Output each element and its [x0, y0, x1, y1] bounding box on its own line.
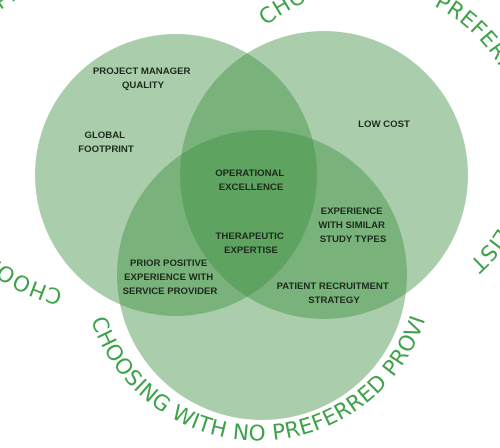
item-experience-similar-study-types: EXPERIENCE WITH SIMILAR STUDY TYPES: [318, 206, 387, 245]
item-project-manager-quality: PROJECT MANAGER QUALITY: [93, 66, 193, 91]
item-operational-excellence: OPERATIONAL EXCELLENCE: [215, 168, 287, 193]
item-prior-positive-experience: PRIOR POSITIVE EXPERIENCE WITH SERVICE P…: [123, 258, 218, 297]
set-circle-no-preferred-list: [117, 130, 407, 420]
item-global-footprint: GLOBAL FOOTPRINT: [78, 130, 134, 155]
set-circle-off-preferred-list: [180, 31, 468, 319]
item-low-cost: LOW COST: [358, 119, 410, 130]
item-patient-recruitment-strategy: PATIENT RECRUITMENT STRATEGY: [277, 281, 392, 306]
set-circle-preferred-providers: [35, 34, 317, 316]
item-therapeutic-expertise: THERAPEUTIC EXPERTISE: [216, 231, 287, 256]
